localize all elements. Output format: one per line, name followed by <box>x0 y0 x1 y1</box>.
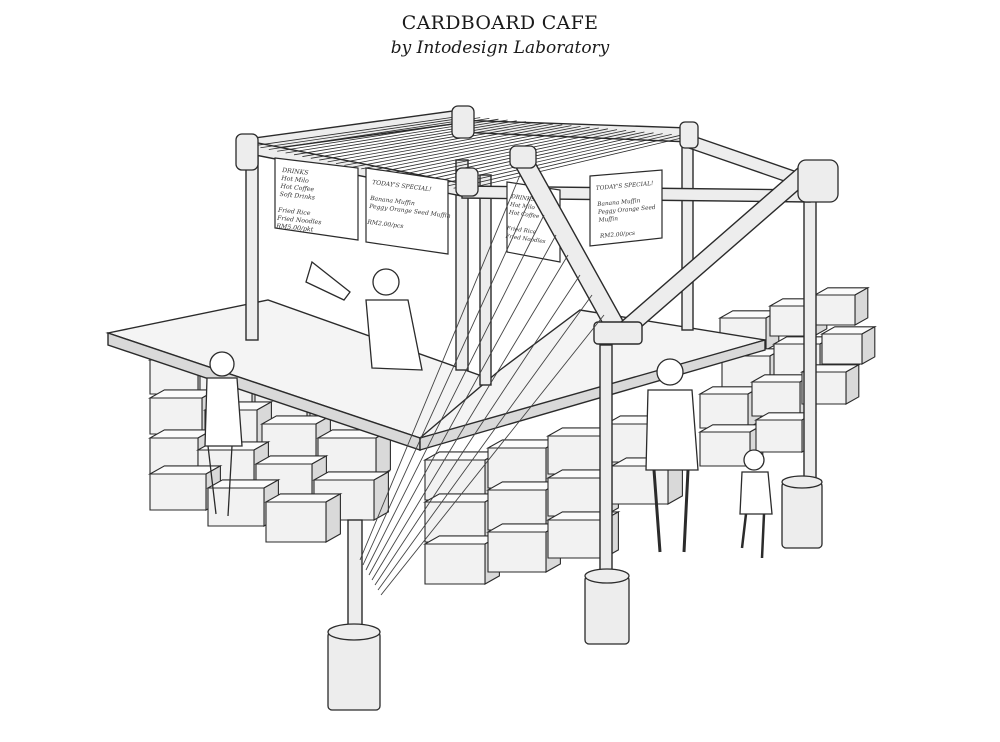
cardboard-box <box>697 385 763 429</box>
vendor-head <box>372 268 400 296</box>
adult-legs <box>652 469 690 553</box>
post-mid <box>479 174 492 386</box>
post-front-left <box>347 519 363 641</box>
menu-line: DRINKS <box>510 194 536 203</box>
bamboo-posts <box>245 134 817 641</box>
roof-slat <box>335 123 554 164</box>
joint-back-right <box>679 121 699 149</box>
boy-legs <box>207 445 233 517</box>
drawing-subtitle: by Intodesign Laboratory <box>390 38 610 58</box>
menu-board-2 <box>365 167 449 255</box>
post-back-right <box>681 134 694 331</box>
menu-line: Banana Muffin <box>596 198 641 208</box>
menu-line: RM5.00/pkt <box>275 223 314 234</box>
joint-brace-top <box>509 145 537 169</box>
tension-string <box>368 234 557 576</box>
roof-slat <box>461 135 691 191</box>
roof-slat <box>319 122 536 161</box>
menu-line: Hot Milo <box>509 202 536 212</box>
diagonal-braces <box>511 149 814 345</box>
adult-head <box>656 358 684 386</box>
title-block: CARDBOARD CAFE by Intodesign Laboratory <box>0 12 1000 58</box>
tension-string <box>365 214 545 571</box>
roof-slat <box>453 134 681 189</box>
menu-line: Hot Coffee <box>279 183 315 194</box>
roof-joints <box>235 105 839 203</box>
menu-line: Fried Rice <box>505 226 537 236</box>
menu-line: Fried Noodles <box>276 215 322 227</box>
roof-slat <box>394 129 618 177</box>
vendor-torso <box>365 299 423 371</box>
menu-line: RM2.00/pcs <box>599 231 636 240</box>
tension-string <box>374 274 581 586</box>
foot-front-top <box>584 568 630 584</box>
roof-slat <box>251 115 463 147</box>
tension-string <box>371 254 569 581</box>
tension-string <box>380 314 605 596</box>
menu-line: DRINKS <box>281 167 309 177</box>
cardboard-box <box>812 286 870 326</box>
roof-slat <box>377 127 599 173</box>
counter-top <box>105 299 766 451</box>
menu-line: Peggy Orange Seed <box>597 205 656 216</box>
roof-slat <box>268 117 481 150</box>
menu-board-1 <box>274 157 359 241</box>
roof-slat <box>386 128 609 175</box>
menu-line: TODAY'S SPECIAL! <box>596 181 654 192</box>
drawing-title: CARDBOARD CAFE <box>401 12 599 34</box>
post-back-left <box>245 149 259 341</box>
foot-right-top <box>781 475 823 489</box>
foot-front-left <box>327 631 381 711</box>
roof-slat <box>369 126 590 172</box>
child-torso <box>739 471 773 515</box>
megaphone-icon <box>305 260 351 301</box>
figure-child <box>739 449 773 559</box>
joint-left <box>455 167 479 197</box>
menu-line: Fried Noodles <box>504 234 546 246</box>
cardboard-box <box>263 492 343 543</box>
menu-line: Muffin <box>597 216 618 224</box>
brace-joint <box>593 321 643 345</box>
adult-torso <box>645 389 699 471</box>
roof-slat <box>327 122 545 163</box>
tension-string <box>362 194 533 566</box>
figure-vendor <box>305 260 423 371</box>
joint-back-center <box>451 105 475 139</box>
menu-line: Hot Coffee <box>508 210 541 220</box>
tension-string <box>377 294 593 591</box>
menu-board-4 <box>589 169 663 247</box>
boy-torso <box>204 377 243 447</box>
joint-back-left <box>235 133 259 171</box>
boy-head <box>209 351 235 377</box>
post-back-center <box>455 159 469 371</box>
cardboard-box <box>819 325 877 365</box>
foot-front <box>584 575 630 645</box>
cardboard-box <box>205 478 281 527</box>
child-head <box>743 449 765 471</box>
menu-line: RM2.00/pcs <box>366 219 404 230</box>
tension-string <box>359 174 521 561</box>
roof-slat <box>302 120 517 157</box>
post-front <box>599 344 613 586</box>
menu-line: Hot Milo <box>280 175 309 185</box>
figure-boy <box>204 351 243 517</box>
roof-slat <box>260 116 472 149</box>
roof-slat <box>344 124 563 166</box>
roof-slat <box>310 121 526 159</box>
foot-front-left-top <box>327 623 381 641</box>
tension-strings <box>359 174 605 596</box>
child-legs <box>740 513 766 559</box>
roof-slat <box>445 134 672 187</box>
foot-right <box>781 481 823 549</box>
menu-line: Fried Rice <box>277 207 311 218</box>
tube-feet <box>327 475 823 711</box>
menu-line: Soft Drinks <box>279 191 315 202</box>
post-front-right <box>803 184 817 491</box>
figure-adult <box>645 358 699 553</box>
roof-slat <box>361 126 581 170</box>
roof-slat <box>352 125 572 168</box>
joint-front-right <box>797 159 839 203</box>
